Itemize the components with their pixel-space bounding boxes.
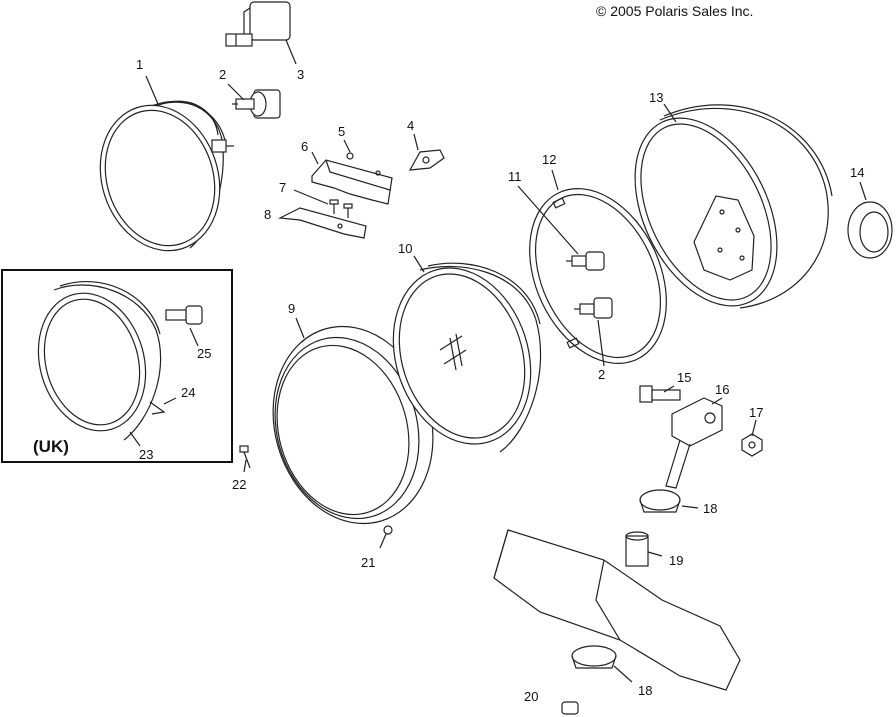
- part-11-bulb: [566, 251, 605, 271]
- leader-3: [285, 39, 297, 65]
- callout-15: 15: [677, 370, 692, 385]
- part-3-connector: [225, 1, 291, 47]
- callout-19: 19: [669, 553, 684, 568]
- part-12-mounting-ring: [529, 187, 667, 365]
- part-21-nut: [383, 525, 393, 535]
- copyright-notice: © 2005 Polaris Sales Inc.: [596, 3, 754, 19]
- part-5-nut: [346, 152, 354, 160]
- callout-1: 1: [136, 57, 144, 72]
- callout-13: 13: [649, 90, 664, 105]
- callout-3: 3: [297, 67, 305, 82]
- leader-7: [293, 189, 329, 205]
- leader-1: [145, 75, 159, 105]
- part-1-headlamp: [99, 100, 234, 252]
- uk-variant-box: [1, 269, 233, 463]
- part-8-plate: [277, 207, 367, 239]
- part-25-bulb: [165, 305, 203, 325]
- part-18-bushing-lower: [571, 645, 617, 669]
- callout-24: 24: [181, 385, 196, 400]
- callout-22: 22: [232, 477, 247, 492]
- leader-24: [163, 397, 177, 405]
- callout-20: 20: [524, 689, 539, 704]
- part-13-housing: [634, 104, 833, 309]
- part-17-nut: [741, 433, 763, 457]
- callout-4: 4: [407, 118, 415, 133]
- part-19-spacer: [625, 531, 649, 567]
- part-15-bolt: [639, 385, 681, 403]
- part-10-lens: [392, 262, 542, 453]
- leader-4: [413, 133, 419, 151]
- part-2-bulb-lower: [574, 297, 613, 319]
- leader-5: [343, 139, 351, 153]
- leader-15: [663, 385, 675, 393]
- callout-2-upper: 2: [219, 67, 227, 82]
- callout-14: 14: [850, 165, 865, 180]
- leader-16: [711, 397, 723, 405]
- leader-14: [859, 181, 867, 201]
- callout-25: 25: [197, 346, 212, 361]
- leader-6: [311, 151, 319, 165]
- leader-18a: [681, 505, 699, 509]
- part-4-clip: [408, 149, 445, 171]
- part-7-screws: [329, 199, 353, 218]
- callout-11: 11: [508, 169, 522, 184]
- part-22-screw: [239, 445, 251, 469]
- part-6-bracket: [311, 159, 393, 205]
- callout-16: 16: [715, 382, 730, 397]
- callout-2-lower: 2: [598, 367, 606, 382]
- part-18-bushing-upper: [639, 489, 681, 513]
- leader-2a: [227, 83, 245, 101]
- callout-8: 8: [264, 207, 272, 222]
- leader-9: [295, 317, 305, 339]
- leader-25: [189, 327, 199, 347]
- leader-22: [243, 459, 247, 473]
- leader-10: [413, 255, 425, 273]
- callout-5: 5: [338, 124, 346, 139]
- leader-12: [551, 169, 559, 191]
- part-14-grommet: [847, 201, 893, 259]
- leader-19: [647, 551, 663, 557]
- part-23-uk-headlamp: [37, 281, 162, 441]
- uk-variant-label: (UK): [33, 437, 69, 456]
- part-20-cap: [561, 701, 579, 715]
- part-2-bulb-upper: [232, 89, 281, 119]
- leader-23: [129, 431, 141, 447]
- leader-13: [663, 103, 677, 123]
- leader-21: [379, 533, 387, 549]
- callout-6: 6: [301, 139, 309, 154]
- callout-12: 12: [542, 152, 557, 167]
- callout-18-lower: 18: [638, 683, 653, 698]
- leader-11: [517, 185, 579, 255]
- leader-17: [751, 419, 757, 437]
- callout-21: 21: [361, 555, 376, 570]
- handlebar-mount: [493, 529, 741, 691]
- callout-18-upper: 18: [703, 501, 718, 516]
- leader-2b: [597, 319, 605, 367]
- callout-17: 17: [749, 405, 764, 420]
- callout-7: 7: [279, 180, 287, 195]
- callout-23: 23: [139, 447, 154, 462]
- part-16-bracket: [665, 397, 723, 489]
- callout-9: 9: [288, 301, 296, 316]
- part-24-wire: [149, 401, 166, 415]
- callout-10: 10: [398, 241, 413, 256]
- leader-18b: [613, 665, 633, 683]
